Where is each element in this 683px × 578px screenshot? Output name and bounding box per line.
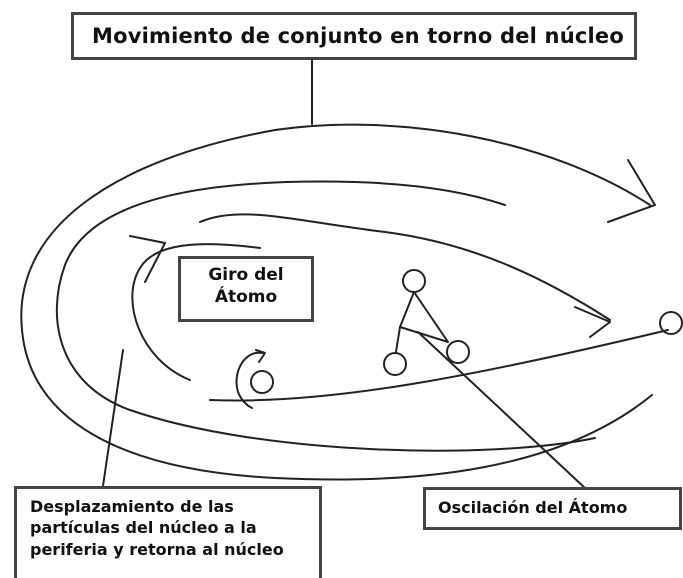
displacement-label-line1: Desplazamiento de las (30, 497, 234, 516)
pivot-atom-circle (402, 269, 426, 293)
teardrop-upper-arrowhead (574, 306, 611, 338)
oscillating-atom-left-circle (383, 352, 407, 376)
spin-arrow-path (235, 351, 263, 409)
displacement-label-line2: partículas del núcleo a la (30, 518, 257, 538)
atom-spin-label-line1: Giro del (208, 265, 284, 285)
title-label-box: Movimiento de conjunto en torno del núcl… (71, 12, 637, 60)
outer-orbit-path (20, 123, 653, 481)
title-text: Movimiento de conjunto en torno del núcl… (92, 24, 624, 48)
inner-teardrop-arrowhead (129, 235, 166, 283)
atom-spin-label-box: Giro del Átomo (178, 256, 314, 322)
displacement-label-box: Desplazamiento de las partículas del núc… (14, 486, 322, 578)
pendulum-left-stem (395, 326, 401, 353)
spin-arrowhead (255, 349, 266, 363)
inner-teardrop-path (131, 243, 261, 381)
description-leader-line (102, 349, 124, 487)
outer-orbit-arrowhead (607, 159, 656, 223)
spinning-atom-circle (250, 370, 274, 394)
pendulum-rod-left (399, 291, 415, 328)
oscillating-atom-right-circle (446, 340, 470, 364)
teardrop-lower-edge (209, 329, 669, 402)
oscillation-label-text: Oscilación del Átomo (438, 498, 628, 517)
nucleus-circle (659, 311, 683, 335)
displacement-label-line3: periferia y retorna al núcleo (30, 539, 284, 559)
atom-spin-label-line2: Átomo (214, 287, 278, 308)
pendulum-rod-right (413, 291, 449, 343)
teardrop-upper-edge (199, 213, 611, 321)
oscillation-label-box: Oscilación del Átomo (423, 487, 682, 530)
oscillation-leader-line (417, 331, 586, 489)
middle-orbit-path (55, 180, 596, 452)
pendulum-crossbar (399, 326, 449, 343)
